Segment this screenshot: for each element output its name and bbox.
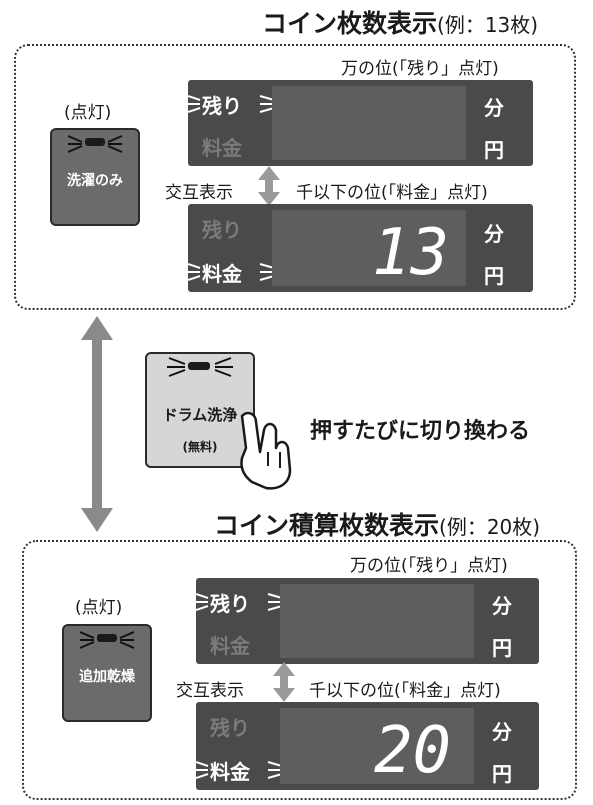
top-heading-title: コイン枚数表示 [262, 9, 438, 38]
lamp-indicator [85, 138, 105, 146]
unit-minutes: 分 [484, 96, 504, 120]
light-rays-icon [79, 631, 135, 649]
top-upper-panel: 残り 料金 分 円 [188, 80, 533, 166]
lamp-indicator [97, 634, 117, 642]
remaining-label: 残り [210, 716, 250, 740]
remaining-label-lit: 残り [202, 94, 242, 118]
top-display-box [14, 44, 576, 310]
bottom-heading-example: (例：20枚) [439, 515, 541, 539]
digits-readout: 13 [372, 218, 449, 278]
lit-rays-icon [196, 761, 284, 779]
unit-minutes: 分 [484, 222, 504, 246]
top-upper-caption: 万の位(「残り」点灯) [341, 59, 499, 79]
additional-drying-button[interactable]: 追加乾燥 [62, 624, 152, 722]
fee-label-lit: 料金 [210, 760, 250, 784]
lit-rays-icon [188, 95, 276, 113]
top-lower-caption: 千以下の位(「料金」点灯) [296, 183, 488, 203]
double-arrow-icon [81, 316, 113, 532]
unit-minutes: 分 [492, 594, 512, 618]
bottom-heading: コイン積算枚数表示(例：20枚) [214, 506, 540, 542]
top-toggle-caption: 交互表示 [165, 183, 233, 203]
toggle-note: 押すたびに切り換わる [310, 419, 531, 444]
free-label: (無料) [182, 440, 218, 454]
fee-label: 料金 [202, 136, 242, 160]
lower-screen: 13 [272, 210, 466, 286]
remaining-label-lit: 残り [210, 592, 250, 616]
fee-label-lit: 料金 [202, 262, 242, 286]
light-rays-icon [67, 135, 123, 153]
bottom-upper-caption: 万の位(「残り」点灯) [350, 556, 508, 576]
additional-drying-label: 追加乾燥 [79, 669, 135, 685]
top-button-status: (点灯) [64, 103, 112, 123]
top-heading: コイン枚数表示(例：13枚) [262, 4, 538, 40]
fee-label: 料金 [210, 634, 250, 658]
drum-cleaning-button[interactable]: ドラム洗浄 (無料) [145, 352, 255, 468]
bottom-button-status: (点灯) [75, 598, 123, 618]
unit-yen: 円 [484, 264, 504, 288]
bottom-heading-title: コイン積算枚数表示 [214, 511, 440, 540]
bottom-lower-panel: 残り 料金 20 分 円 [196, 702, 539, 790]
bottom-upper-panel: 残り 料金 分 円 [196, 578, 539, 664]
lit-rays-icon [188, 263, 276, 281]
unit-yen: 円 [492, 762, 512, 786]
lower-screen: 20 [280, 708, 474, 784]
seven-segment-digits: 20 [374, 716, 451, 776]
bottom-display-box [22, 540, 577, 800]
bottom-toggle-caption: 交互表示 [176, 681, 244, 701]
unit-yen: 円 [484, 138, 504, 162]
top-heading-example: (例：13枚) [437, 13, 539, 37]
unit-yen: 円 [492, 636, 512, 660]
light-rays-icon [167, 357, 233, 377]
washing-only-label: 洗濯のみ [67, 173, 123, 189]
toggle-arrows-icon [258, 166, 280, 206]
bottom-lower-caption: 千以下の位(「料金」点灯) [309, 681, 501, 701]
drum-cleaning-label: ドラム洗浄 [162, 406, 238, 424]
lit-rays-icon [196, 593, 284, 611]
unit-minutes: 分 [492, 720, 512, 744]
remaining-label: 残り [202, 218, 242, 242]
upper-screen [280, 584, 474, 658]
lamp-indicator [188, 362, 210, 370]
washing-only-button[interactable]: 洗濯のみ [50, 128, 140, 226]
top-lower-panel: 残り 料金 13 分 円 [188, 204, 533, 292]
pointing-hand-icon [240, 411, 292, 490]
digits-readout: 20 [374, 716, 451, 776]
upper-screen [272, 86, 466, 160]
seven-segment-digits: 13 [372, 218, 449, 278]
toggle-arrows-icon [273, 662, 295, 702]
